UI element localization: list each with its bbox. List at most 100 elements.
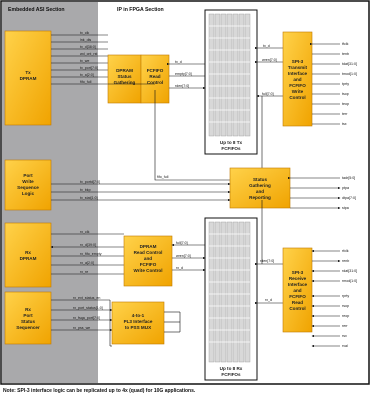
svg-text:DPRAM: DPRAM (20, 76, 37, 81)
svg-text:FCFIFO: FCFIFO (289, 83, 306, 88)
svg-text:lnk_dis: lnk_dis (80, 38, 91, 42)
svg-text:and: and (293, 77, 301, 82)
tx-left-signals (51, 34, 108, 85)
svg-text:tsop: tsop (342, 92, 349, 96)
svg-text:Rx: Rx (25, 250, 31, 255)
fifo-full-wires (108, 83, 264, 181)
svg-text:tx_we: tx_we (80, 59, 89, 63)
tx-mid-label-rden: rden[7:0] (175, 84, 189, 88)
svg-text:rval: rval (342, 344, 348, 348)
tx-right-label-wren: wren[7:0] (262, 58, 277, 62)
svg-text:tx_clk: tx_clk (80, 31, 89, 35)
svg-text:rfclk: rfclk (342, 249, 349, 253)
svg-text:rx_re: rx_re (80, 270, 88, 274)
svg-text:Read: Read (149, 74, 160, 79)
svg-text:Reporting: Reporting (249, 195, 271, 200)
rx-status-wires (51, 299, 113, 347)
rx-in-labels: rfclk renb rdat[31:0] rmod[1:0] rprty rs… (342, 249, 357, 348)
svg-text:SPI-3: SPI-3 (292, 59, 304, 64)
status-out-label-ptpa: ptpa (342, 186, 349, 190)
rx-in-wires (311, 249, 341, 348)
svg-text:Write: Write (22, 179, 34, 184)
rx-left-wires (50, 233, 124, 275)
fifo-full-mid-label: fifo_full (157, 175, 169, 179)
tx-fcfifo-stack: Up to 8 Tx FCFIFOs (204, 9, 258, 155)
dpram-read-control-block: DPRAM Read Control and FCFIFO Write Cont… (123, 235, 173, 287)
svg-text:Status: Status (117, 74, 131, 79)
port-write-label-bkp: tx_bkp (80, 188, 91, 192)
svg-text:Status: Status (21, 319, 35, 324)
svg-text:tprty: tprty (342, 82, 349, 86)
svg-text:Gathering: Gathering (249, 183, 271, 188)
svg-text:teop: teop (342, 102, 349, 106)
tx-mid-wires (167, 62, 206, 90)
svg-text:tsx: tsx (342, 122, 347, 126)
svg-text:rx_a[2:0]: rx_a[2:0] (80, 261, 94, 265)
spi3-receive-block: SPI-3 Receive Interface and FCFIFO Read … (282, 247, 313, 333)
svg-text:rprty: rprty (342, 294, 349, 298)
svg-text:Gathering: Gathering (114, 80, 136, 85)
svg-text:rx_fsqa_port[7:0]: rx_fsqa_port[7:0] (73, 316, 100, 320)
svg-text:to PSS MUX: to PSS MUX (125, 325, 152, 330)
spi3-transmit-block: SPI-3 Transmit Interface and FCFIFO Writ… (282, 31, 313, 127)
svg-text:rx_pss_we: rx_pss_we (73, 326, 90, 330)
status-out-label-tadr: tadr[5:0] (342, 176, 355, 180)
svg-text:Write Control: Write Control (133, 268, 162, 273)
svg-text:Read Control: Read Control (134, 250, 163, 255)
port-write-wires (51, 182, 231, 202)
tx-left-labels: tx_clk lnk_dis tx_d[38:0] wd_cnt_rst tx_… (80, 31, 98, 84)
rx-mid-wires (171, 243, 206, 272)
svg-text:rx_fifo_empty: rx_fifo_empty (80, 252, 102, 256)
tx-mid-label-empty: empty[7:0] (175, 72, 192, 76)
svg-text:4-to-1: 4-to-1 (132, 313, 145, 318)
svg-text:FCFIFO: FCFIFO (140, 262, 157, 267)
status-out-label-dtpa: dtpa[7:0] (342, 196, 356, 200)
svg-text:FCFIFO: FCFIFO (147, 68, 164, 73)
svg-text:tenb: tenb (342, 52, 349, 56)
footnote: Note: SPI-3 interface logic can be repli… (3, 388, 196, 394)
svg-text:rx_port_status[1:0]: rx_port_status[1:0] (73, 306, 103, 310)
svg-text:rsop: rsop (342, 304, 349, 308)
port-write-sequence-block: Port Write Sequence Logic (4, 159, 52, 211)
svg-text:wd_cnt_rst: wd_cnt_rst (80, 52, 97, 56)
svg-text:tdat[31:0]: tdat[31:0] (342, 62, 357, 66)
rx-right-label-rden: rden[7:0] (260, 259, 274, 263)
svg-text:tx_port[7:0]: tx_port[7:0] (80, 66, 98, 70)
rx-fcfifo-stack: Up to 8 Rx FCFIFOs (204, 217, 258, 381)
fpga-section-title: IP in FPGA Section (117, 7, 164, 13)
tx-right-label-full: full[7:0] (262, 92, 274, 96)
svg-text:Receive: Receive (289, 276, 307, 281)
rx-fifo-columns (208, 221, 251, 363)
svg-text:Control: Control (289, 306, 305, 311)
svg-text:Interface: Interface (288, 282, 308, 287)
svg-text:FCFIFO: FCFIFO (289, 294, 306, 299)
rx-status-labels: rx_ext_status_en rx_port_status[1:0] rx_… (73, 296, 103, 330)
svg-text:tfclk: tfclk (342, 42, 349, 46)
tx-mid-label-txd: tx_d (175, 60, 182, 64)
rx-right-label-rxd: rx_d (265, 298, 272, 302)
svg-text:Up to 8 Tx: Up to 8 Tx (220, 140, 243, 145)
svg-text:terr: terr (342, 112, 348, 116)
svg-text:Read: Read (292, 300, 303, 305)
tx-right-wires (255, 46, 283, 98)
tx-out-wires (310, 42, 340, 125)
svg-text:FCFIFOs: FCFIFOs (221, 146, 241, 151)
svg-text:rdat[31:0]: rdat[31:0] (342, 269, 357, 273)
rx-mid-label-wren: wren[7:0] (176, 254, 191, 258)
svg-text:Control: Control (289, 95, 305, 100)
port-write-label-portd: tx_portd[7:0] (80, 180, 100, 184)
svg-text:PL3 Interface: PL3 Interface (124, 319, 153, 324)
dpram-status-gathering-block: DPRAM Status Gathering (107, 54, 142, 104)
rx-port-status-block: Rx Port Status Sequencer (4, 291, 52, 345)
mux-right-wires (164, 311, 181, 333)
svg-text:rsx: rsx (342, 334, 347, 338)
tx-right-label-txd: tx_d (263, 44, 270, 48)
status-gathering-block: Status Gathering and Reporting (229, 167, 291, 209)
svg-text:and: and (293, 288, 301, 293)
svg-text:DPRAM: DPRAM (20, 256, 37, 261)
svg-text:Up to 8 Rx: Up to 8 Rx (220, 366, 243, 371)
rx-left-labels: rx_clk rx_d[39:0] rx_fifo_empty rx_a[2:0… (80, 230, 102, 274)
status-out-label-stpa: stpa (342, 206, 349, 210)
svg-text:Tx: Tx (25, 70, 31, 75)
svg-text:rerr: rerr (342, 324, 348, 328)
